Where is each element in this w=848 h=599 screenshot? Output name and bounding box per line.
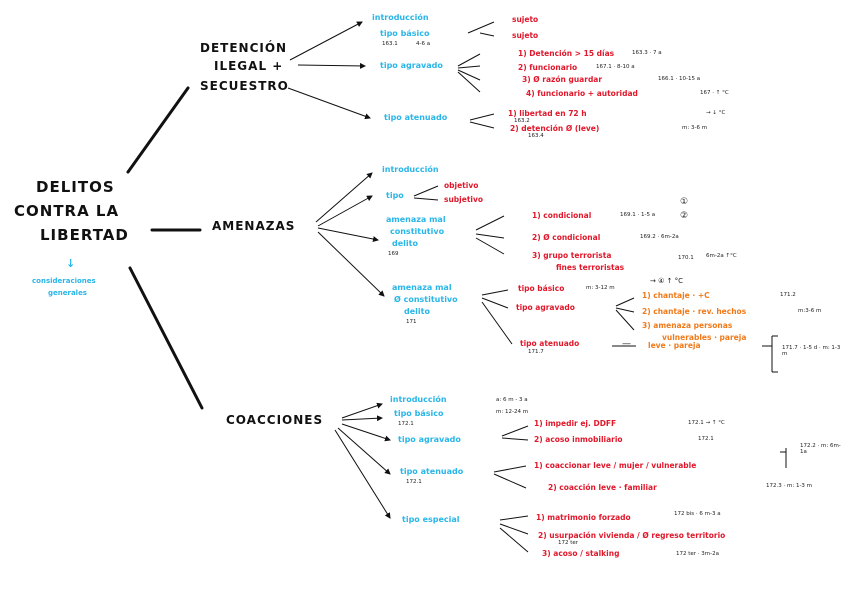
coacciones-g1-n: 172.1 → ↑ °C xyxy=(688,420,725,426)
detencion-ag2-n: 167.1 · 8-10 a xyxy=(596,64,635,70)
coacciones-basico-art: 172.1 xyxy=(398,421,414,427)
amenazas-art171: 171 xyxy=(406,319,417,325)
coacciones-e1: 1) matrimonio forzado xyxy=(536,513,631,522)
detencion-intro: introducción xyxy=(372,13,429,22)
detencion-tb-art: 163.1 xyxy=(382,41,398,47)
amenazas-nd-agravado: tipo agravado xyxy=(516,303,575,312)
coacciones-title: COACCIONES xyxy=(226,413,324,427)
detencion-sujeto2: sujeto xyxy=(512,31,539,40)
amenazas-intro: introducción xyxy=(382,165,439,174)
amenazas-nd-atenuado-art: 171.7 xyxy=(528,349,544,355)
amenazas-nd-basico: tipo básico xyxy=(518,284,565,293)
root-title-line2: CONTRA LA xyxy=(14,202,120,220)
amenazas-c3b: fines terroristas xyxy=(556,263,625,272)
coacciones-e1-n: 172 bis · 6 m-3 a xyxy=(674,511,721,517)
amenazas-c1: 1) condicional xyxy=(532,211,592,220)
root-sub-arrow: ↓ xyxy=(66,257,76,270)
amenazas-nd-line2: Ø constitutivo xyxy=(394,295,458,304)
detencion-title-line3: SECUESTRO xyxy=(200,79,289,93)
coacciones-intro-n: a: 6 m - 3 a xyxy=(496,397,528,403)
amenazas-mal-line1: amenaza mal xyxy=(386,215,446,224)
amenazas-c3-r: 6m-2a ↑°C xyxy=(706,253,737,259)
detencion-at1: 1) libertad en 72 h xyxy=(508,109,587,118)
coacciones-a1-n: 172.2 · m: 6m-1a xyxy=(800,443,841,455)
amenazas-nd-line3: delito xyxy=(404,307,430,316)
amenazas-nd-leve: leve · pareja xyxy=(648,341,701,350)
coacciones-atenuado: tipo atenuado xyxy=(400,467,464,476)
coacciones-intro: introducción xyxy=(390,395,447,404)
detencion-tb-pena: 4-6 a xyxy=(416,41,431,47)
amenazas-c3-n: 170.1 xyxy=(678,255,694,261)
amenazas-c1-mark: ① xyxy=(680,197,689,207)
detencion-at2-n: m: 3-6 m xyxy=(682,125,708,131)
coacciones-basico: tipo básico xyxy=(394,409,444,418)
root-sub-line1: consideraciones xyxy=(32,277,96,285)
amenazas-c2-n: 169.2 · 6m-2a xyxy=(640,234,679,240)
amenazas-tipo: tipo xyxy=(386,191,404,200)
coacciones-basico-n: m: 12-24 m xyxy=(496,409,529,415)
detencion-ag3-n: 166.1 · 10-15 a xyxy=(658,76,701,82)
amenazas-nd-basico-n: m: 3-12 m xyxy=(586,285,615,291)
amenazas-o1-n: 171.2 xyxy=(780,292,796,298)
coacciones-e2: 2) usurpación vivienda / Ø regreso terri… xyxy=(538,531,726,540)
amenazas-obj2: subjetivo xyxy=(444,195,484,204)
detencion-ag3: 3) Ø razón guardar xyxy=(522,75,603,84)
coacciones-a2: 2) coacción leve · familiar xyxy=(548,483,657,492)
detencion-at2: 2) detención Ø (leve) xyxy=(510,124,600,133)
amenazas-mal-line2: constitutivo xyxy=(390,227,445,236)
amenazas-c2-mark: ② xyxy=(680,211,689,221)
amenazas-art169: 169 xyxy=(388,251,399,257)
coacciones-e3: 3) acoso / stalking xyxy=(542,549,620,558)
root-sub-line2: generales xyxy=(48,289,87,297)
root-branch-coacciones xyxy=(128,266,204,410)
amenazas-title: AMENAZAS xyxy=(212,219,296,233)
amenazas-c2: 2) Ø condicional xyxy=(532,233,601,242)
detencion-title-line1: DETENCIÓN xyxy=(200,41,288,55)
detencion-at2-art: 163.4 xyxy=(528,133,544,139)
detencion-ag1: 1) Detención > 15 días xyxy=(518,49,615,58)
detencion-sujeto1: sujeto xyxy=(512,15,539,24)
amenazas-o2-n: m:3-6 m xyxy=(798,308,822,314)
coacciones-g2-n: 172.1 xyxy=(698,436,714,442)
amenazas-nd-line1: amenaza mal xyxy=(392,283,452,292)
coacciones-especial: tipo especial xyxy=(402,515,460,524)
detencion-at1-art: 163.2 xyxy=(514,118,530,124)
detencion-ag4-n: 167 · ↑ °C xyxy=(700,90,729,96)
coacciones-a2-n: 172.3 · m: 1-3 m xyxy=(766,483,813,489)
coacciones-atenuado-art: 172.1 xyxy=(406,479,422,485)
detencion-at1-n: → ↓ °C xyxy=(706,110,726,116)
coacciones-e2-n: 172 ter xyxy=(558,540,579,546)
amenazas-o3b: vulnerables · pareja xyxy=(662,333,747,342)
detencion-ag4: 4) funcionario + autoridad xyxy=(526,89,638,98)
amenazas-obj1: objetivo xyxy=(444,181,479,190)
amenazas-nd-atenuado: tipo atenuado xyxy=(520,339,580,348)
detencion-title-line2: ILEGAL + xyxy=(214,59,284,73)
detencion-tipo-agravado: tipo agravado xyxy=(380,61,443,70)
amenazas-c3a: 3) grupo terrorista xyxy=(532,251,612,260)
coacciones-e3-n: 172 ter · 3m-2a xyxy=(676,551,720,557)
amenazas-nd-basico-mark: → ④ ↑ °C xyxy=(650,277,684,285)
detencion-ag1-n: 163.3 · 7 a xyxy=(632,50,662,56)
amenazas-c1-n: 169.1 · 1-5 a xyxy=(620,212,656,218)
coacciones-g2: 2) acoso inmobiliario xyxy=(534,435,623,444)
detencion-ag2: 2) funcionario xyxy=(518,63,578,72)
coacciones-agravado: tipo agravado xyxy=(398,435,461,444)
root-branch-detencion xyxy=(126,86,190,174)
root-title-line1: DELITOS xyxy=(36,178,115,196)
amenazas-nd-dash: — xyxy=(622,339,631,349)
coacciones-a1: 1) coaccionar leve / mujer / vulnerable xyxy=(534,461,697,470)
coacciones-g1: 1) impedir ej. DDFF xyxy=(534,419,617,428)
detencion-tipo-basico: tipo básico xyxy=(380,29,430,38)
amenazas-o1: 1) chantaje · +C xyxy=(642,291,710,300)
amenazas-mal-line3: delito xyxy=(392,239,418,248)
amenazas-o2: 2) chantaje · rev. hechos xyxy=(642,307,747,316)
detencion-tipo-atenuado: tipo atenuado xyxy=(384,113,448,122)
amenazas-nd-leve-n: 171.7 · 1-5 d · m: 1-3 m xyxy=(782,345,841,357)
amenazas-o3a: 3) amenaza personas xyxy=(642,321,733,330)
root-title-line3: LIBERTAD xyxy=(40,226,129,244)
